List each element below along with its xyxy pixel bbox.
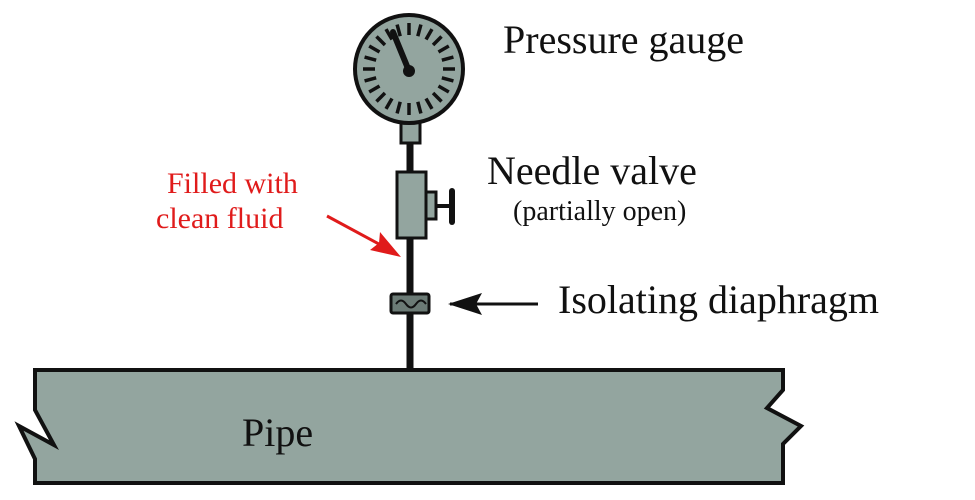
gauge-tick bbox=[424, 28, 434, 41]
gauge-tick bbox=[424, 97, 434, 110]
gauge-tick bbox=[395, 24, 402, 37]
gauge-tick bbox=[395, 101, 402, 114]
diaphragm-body bbox=[389, 292, 431, 315]
fluid-label-line2: clean fluid bbox=[156, 202, 283, 235]
gauge-tick bbox=[384, 97, 394, 110]
valve-label: Needle valve bbox=[487, 148, 697, 193]
gauge-tick bbox=[437, 44, 450, 54]
gauge-tick bbox=[384, 28, 394, 41]
gauge-tick bbox=[431, 35, 443, 47]
gauge-pivot bbox=[403, 65, 415, 77]
diaphragm-arrow bbox=[448, 293, 538, 315]
pipe-body bbox=[14, 368, 805, 485]
gauge-needle bbox=[390, 29, 412, 74]
diaphragm-membrane bbox=[395, 299, 427, 309]
diaphragm-label: Isolating diaphragm bbox=[558, 277, 879, 322]
pipe: Pipe bbox=[14, 368, 805, 485]
gauge-tick bbox=[416, 101, 423, 114]
pressure-gauge bbox=[353, 13, 465, 145]
valve-body bbox=[395, 170, 428, 240]
gauge-label: Pressure gauge bbox=[503, 17, 744, 62]
gauge-tick bbox=[441, 76, 454, 83]
valve-bonnet bbox=[424, 190, 438, 221]
gauge-tick bbox=[368, 84, 381, 94]
gauge-ticks bbox=[363, 23, 455, 115]
isolating-diaphragm bbox=[389, 292, 431, 315]
valve-note: (partially open) bbox=[513, 196, 686, 227]
gauge-tick bbox=[364, 76, 377, 83]
fluid-arrow bbox=[326, 214, 401, 257]
gauge-tick bbox=[375, 35, 387, 47]
gauge-tick bbox=[431, 91, 443, 103]
fluid-label-line1: Filled with bbox=[167, 167, 298, 200]
gauge-tick bbox=[437, 84, 450, 94]
gauge-tick bbox=[416, 24, 423, 37]
pipe-label: Pipe bbox=[242, 410, 313, 455]
gauge-tick bbox=[375, 91, 387, 103]
gauge-tick bbox=[441, 55, 454, 62]
gauge-tick bbox=[368, 44, 381, 54]
needle-valve bbox=[395, 170, 455, 240]
gauge-tick bbox=[364, 55, 377, 62]
